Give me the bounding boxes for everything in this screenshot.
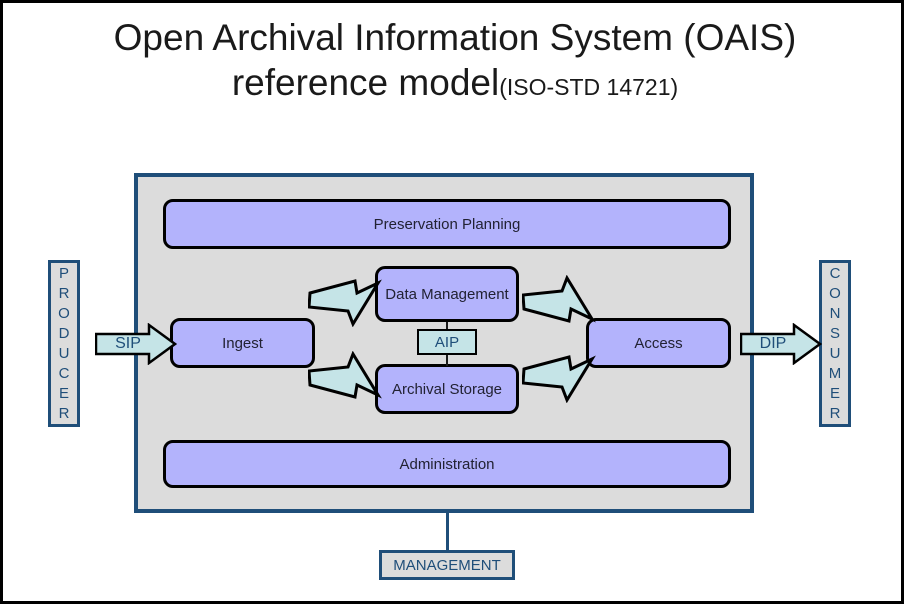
function-box-archival-storage[interactable]: Archival Storage (375, 364, 519, 414)
consumer-letter: M (828, 364, 842, 382)
function-box-preservation-planning[interactable]: Preservation Planning (163, 199, 731, 249)
flow-arrow-ingest-to-data-management (307, 275, 382, 328)
consumer-letter: E (829, 384, 840, 402)
dip-packet-arrow[interactable]: DIP (740, 323, 822, 365)
title-line-2: reference model(ISO-STD 14721) (3, 60, 901, 110)
management-label: MANAGEMENT (393, 556, 501, 574)
producer-letter: E (58, 384, 69, 402)
producer-letter: R (58, 284, 70, 302)
consumer-letter: S (829, 324, 840, 342)
consumer-letter: N (829, 304, 841, 322)
producer-letter: C (58, 364, 70, 382)
actor-management[interactable]: MANAGEMENT (379, 550, 515, 580)
sip-packet-arrow[interactable]: SIP (95, 323, 177, 365)
function-box-administration[interactable]: Administration (163, 440, 731, 488)
title-standard-reference: (ISO-STD 14721) (499, 74, 679, 100)
flow-arrow-archival-storage-to-access (521, 351, 596, 404)
aip-packet-box[interactable]: AIP (417, 329, 477, 355)
producer-letter: U (58, 344, 70, 362)
aip-label: AIP (434, 333, 460, 351)
right-arrow-icon (740, 323, 822, 365)
actor-consumer[interactable]: C O N S U M E R (819, 260, 851, 427)
consumer-letter: R (829, 404, 841, 422)
consumer-letter: O (829, 284, 841, 302)
function-box-ingest[interactable]: Ingest (170, 318, 315, 368)
right-arrow-icon (95, 323, 177, 365)
diagonal-arrow-down-right-icon (307, 350, 382, 399)
title-main-text: reference model (231, 62, 500, 103)
producer-letter: O (58, 304, 70, 322)
function-box-access[interactable]: Access (586, 318, 731, 368)
function-box-data-management[interactable]: Data Management (375, 266, 519, 322)
producer-letter: R (58, 404, 70, 422)
page-title: Open Archival Information System (OAIS) … (3, 15, 901, 110)
flow-arrow-ingest-to-archival-storage (307, 350, 382, 403)
function-box-label: Archival Storage (391, 380, 503, 398)
consumer-letter: U (829, 344, 841, 362)
function-box-label: Administration (399, 455, 495, 473)
actor-producer[interactable]: P R O D U C E R (48, 260, 80, 427)
producer-letter: P (58, 264, 69, 282)
producer-letter: D (58, 324, 70, 342)
title-line-1: Open Archival Information System (OAIS) (113, 17, 797, 58)
diagonal-arrow-up-right-icon (521, 355, 596, 404)
function-box-label: Access (634, 334, 683, 352)
sip-label: SIP (115, 335, 141, 352)
management-connector-line (446, 512, 449, 551)
function-box-label: Ingest (222, 334, 263, 352)
diagonal-arrow-up-right-icon (307, 279, 382, 328)
diagonal-arrow-down-right-icon (521, 274, 596, 323)
consumer-letter: C (829, 264, 841, 282)
function-box-label: Data Management (385, 285, 509, 303)
function-box-label: Preservation Planning (373, 215, 521, 233)
dip-label: DIP (759, 335, 787, 352)
flow-arrow-data-management-to-access (521, 274, 596, 327)
